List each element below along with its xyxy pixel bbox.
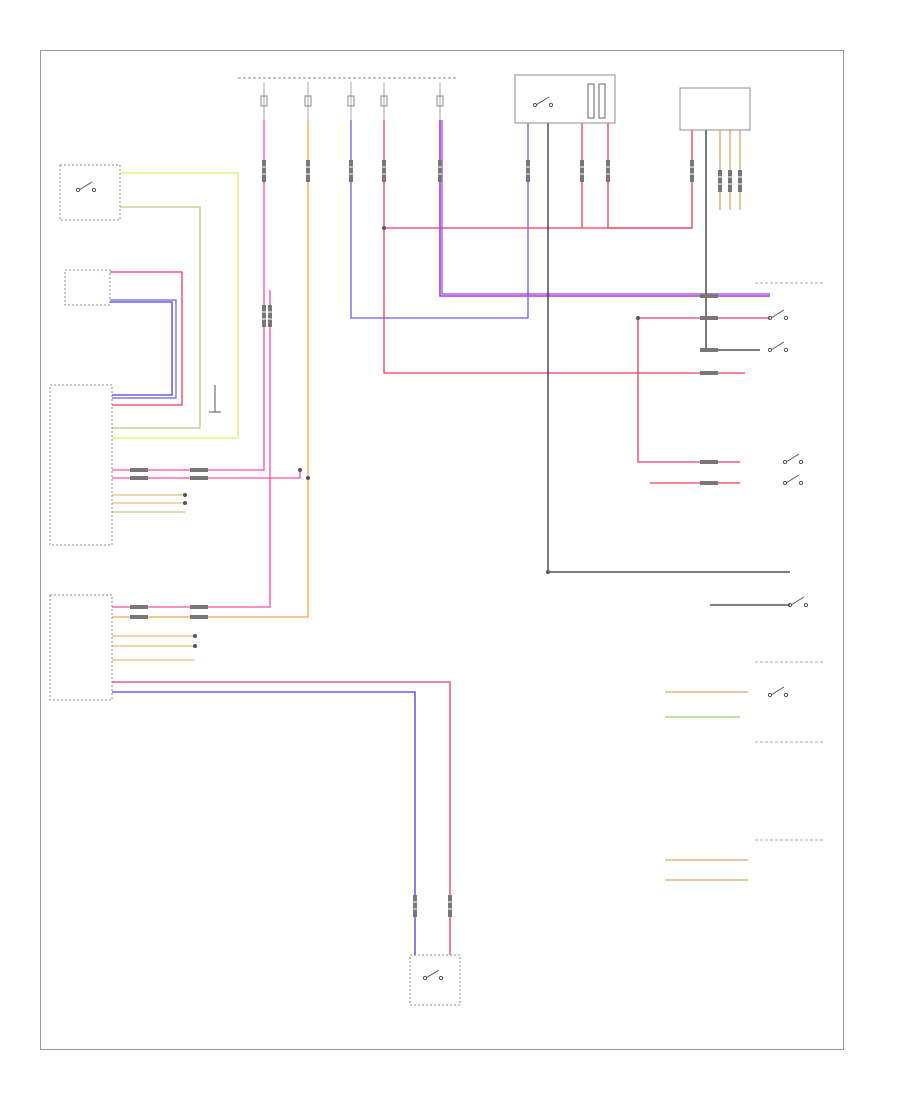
wire-blue-pedal-2 [108, 299, 177, 399]
wire-red-fuse [383, 120, 745, 374]
components-layer [49, 74, 825, 1006]
relay-switch-b [548, 102, 554, 108]
splice-dot-1 [306, 476, 310, 480]
wire-pink-upper [112, 120, 265, 471]
connector-left-3 [190, 476, 208, 480]
ground-dot-1 [183, 501, 187, 505]
connector-top-4 [438, 160, 442, 182]
connector-left-4 [130, 605, 148, 609]
diagram-frame [40, 50, 844, 1050]
switch-right-6-b [783, 692, 789, 698]
fuse-3 [380, 95, 388, 107]
switch-right-5-lever [790, 596, 805, 606]
connector-bottom-1 [448, 895, 452, 917]
relay-coil [587, 83, 595, 119]
bottom-switch-symbol-lever [425, 969, 440, 979]
fuse-2 [347, 95, 355, 107]
switch-right-6-lever [770, 686, 785, 696]
bottom-switch-symbol-b [438, 975, 444, 981]
connector-top-7 [606, 160, 610, 182]
bottom-switch [409, 954, 461, 1006]
switch-right-4-b [798, 480, 804, 486]
control-module-lower-left [49, 594, 113, 701]
connector-top-2 [349, 160, 353, 182]
connector-right-0 [700, 294, 718, 298]
wires-layer [108, 120, 790, 955]
relay-coil-2 [598, 83, 606, 119]
switch-right-1-lever [770, 309, 785, 319]
wire-blue-fuse-loop [350, 120, 529, 319]
connector-left-7 [190, 615, 208, 619]
brake-switch-symbol-lever [78, 181, 93, 191]
ground-dot-3 [193, 644, 197, 648]
switch-right-4-lever [785, 474, 800, 484]
connector-right-5 [700, 481, 718, 485]
pedal-sensor-left [64, 269, 111, 306]
brake-switch-top-left [59, 164, 121, 221]
wire-olive [112, 206, 201, 429]
wire-blue-pedal [108, 301, 173, 396]
connector-top-6 [580, 160, 584, 182]
fuse-1 [304, 95, 312, 107]
connector-top-5 [526, 160, 530, 182]
connector-left-1 [190, 468, 208, 472]
connector-right-4 [700, 460, 718, 464]
connector-left-6 [130, 615, 148, 619]
connector-mid-0 [262, 305, 266, 327]
control-module-upper-left [49, 384, 113, 546]
connector-left-5 [190, 605, 208, 609]
switch-right-1-b [783, 315, 789, 321]
splice-dot-3 [636, 316, 640, 320]
connector-module-0 [718, 170, 722, 192]
switch-right-2-lever [770, 341, 785, 351]
connector-module-2 [738, 170, 742, 192]
wire-orange [112, 120, 309, 618]
connector-right-3 [700, 371, 718, 375]
wire-yellow [112, 172, 239, 439]
wire-red-pedal [108, 271, 183, 406]
connector-bottom-0 [413, 895, 417, 917]
wire-black [547, 120, 790, 573]
brake-switch-symbol-b [91, 187, 97, 193]
connector-top-3 [382, 160, 386, 182]
control-module-top-right [679, 87, 751, 131]
ground-dot-2 [193, 634, 197, 638]
switch-right-3-b [798, 459, 804, 465]
connector-top-0 [262, 160, 266, 182]
splice-dot-0 [298, 468, 302, 472]
connector-right-1 [700, 316, 718, 320]
wire-red-bottom [112, 681, 451, 955]
relay-switch-lever [535, 96, 550, 106]
splice-dot-4 [546, 570, 550, 574]
fuse-0 [260, 95, 268, 107]
wire-pink-lower [112, 290, 271, 608]
relay-box [514, 74, 616, 124]
connector-left-0 [130, 468, 148, 472]
wire-red-relay-2 [607, 120, 692, 229]
wire-blue-bottom [112, 691, 416, 955]
wire-red-module-feed [384, 130, 693, 229]
wire-violet-2 [441, 120, 770, 295]
connector-top-1 [306, 160, 310, 182]
connector-top-8 [690, 160, 694, 182]
connector-mid-1 [268, 305, 272, 327]
splice-dot-2 [382, 226, 386, 230]
wire-pink-splice [112, 470, 301, 479]
ground-dot-0 [183, 493, 187, 497]
switch-right-5-b [803, 602, 809, 608]
connector-module-1 [728, 170, 732, 192]
fuse-4 [436, 95, 444, 107]
connector-right-2 [700, 348, 718, 352]
connector-left-2 [130, 476, 148, 480]
wire-red-right-2 [637, 318, 740, 463]
switch-right-2-b [783, 347, 789, 353]
switch-right-3-lever [785, 453, 800, 463]
